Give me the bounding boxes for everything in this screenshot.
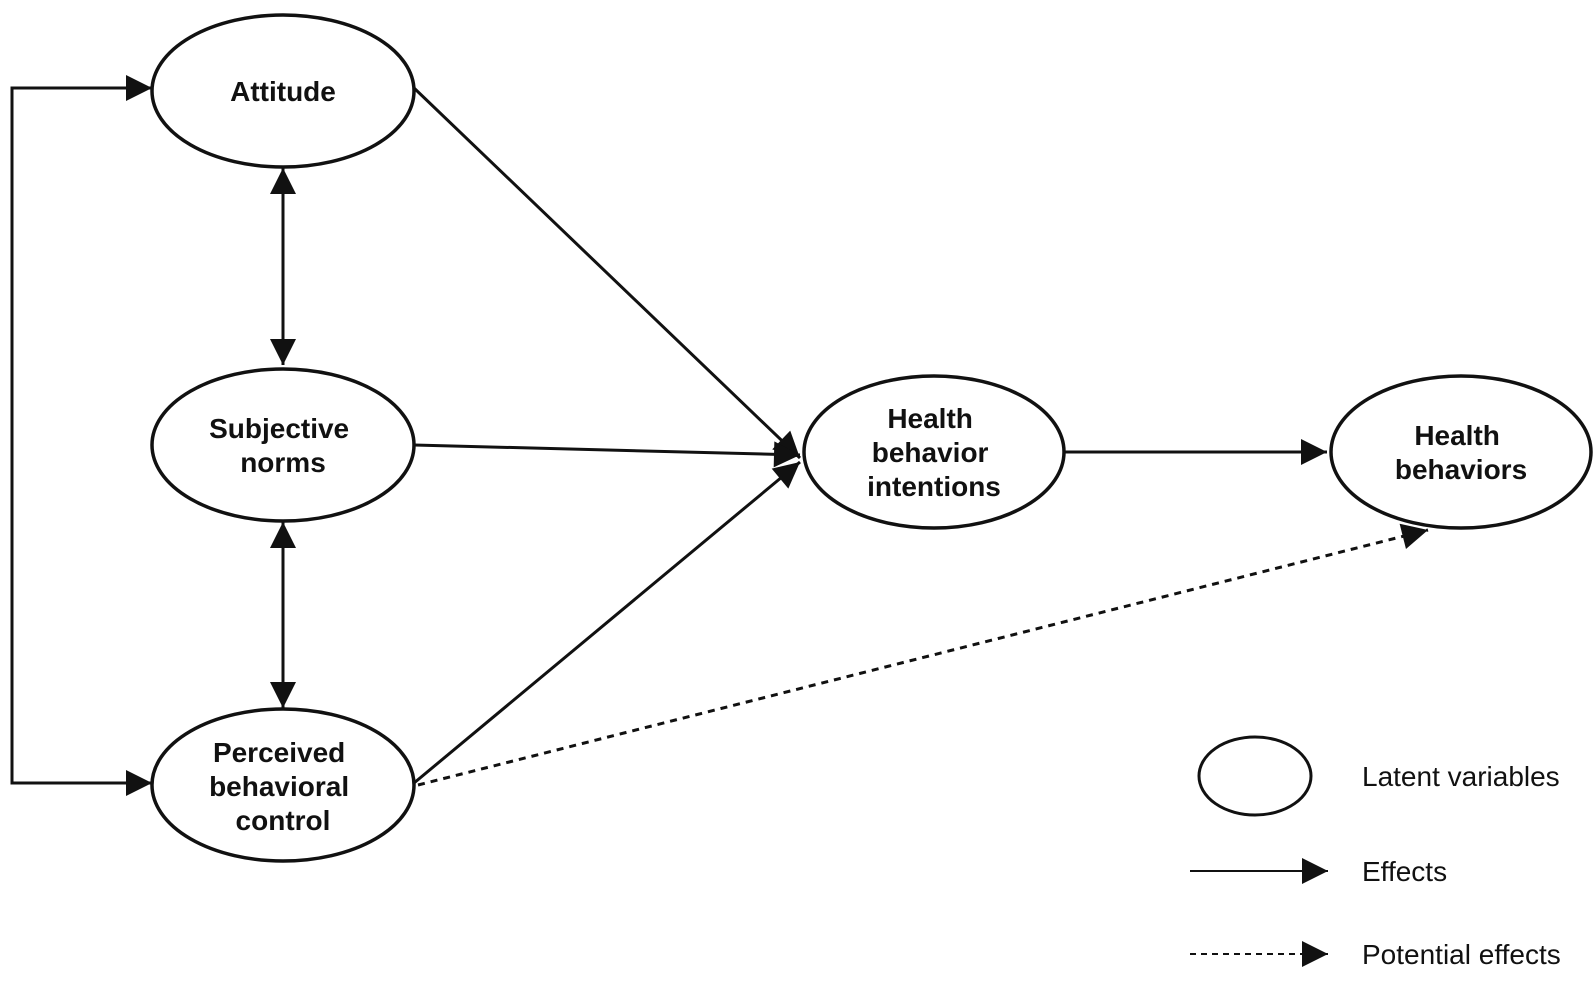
label-attitude: Attitude <box>230 76 336 107</box>
label-health-behaviors: Health behaviors <box>1395 420 1527 485</box>
arrow-attitude-intentions <box>412 86 802 460</box>
node-perceived-behavioral-control <box>150 707 416 863</box>
node-subjective-norms <box>150 367 416 523</box>
legend-latent-variables: Latent variables <box>1362 761 1560 792</box>
node-attitude <box>150 13 416 169</box>
legend-potential-effects: Potential effects <box>1362 939 1561 970</box>
label-health-behavior-intentions: Health behavior intentions <box>867 403 1001 502</box>
label-subjective-norms: Subjective norms <box>209 413 357 478</box>
arrow-pbc-intentions <box>413 460 801 785</box>
arrow-norms-intentions <box>413 441 801 468</box>
node-health-behaviors <box>1329 374 1593 530</box>
legend-ellipse-icon <box>1197 735 1313 817</box>
node-health-behavior-intentions <box>802 374 1066 530</box>
label-perceived-behavioral-control: Perceived behavioral control <box>209 737 357 836</box>
legend-effects: Effects <box>1362 856 1447 887</box>
left-bracket-line <box>10 86 152 785</box>
arrow-pbc-behaviors-potential <box>417 523 1429 787</box>
